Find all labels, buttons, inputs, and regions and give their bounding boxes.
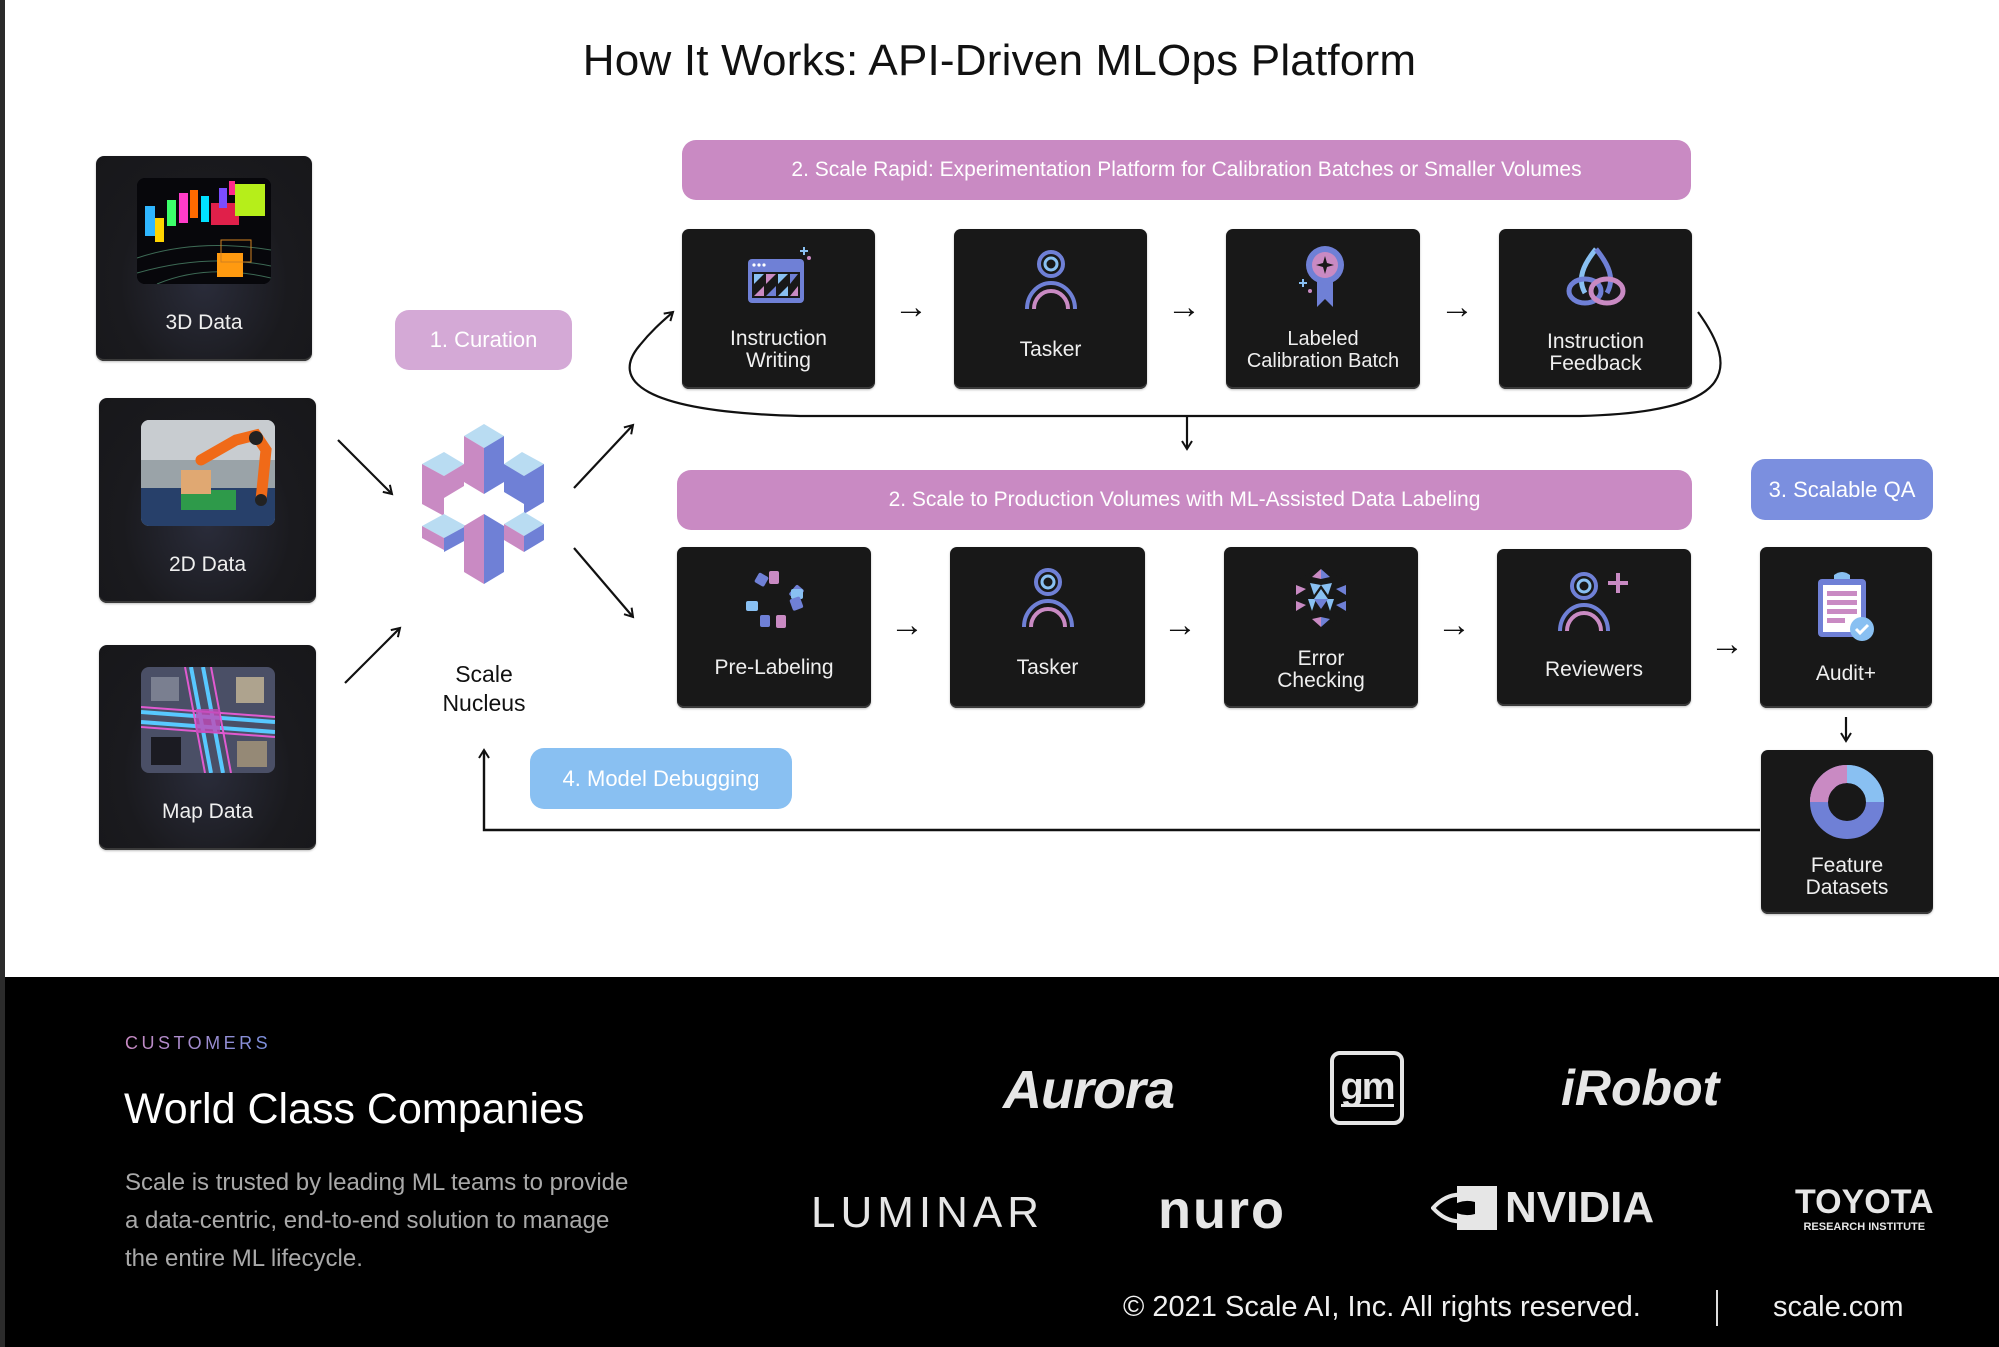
data-source-3d[interactable]: 3D Data [96, 156, 312, 361]
scale-nucleus-logo-icon [414, 424, 554, 584]
data-source-2d[interactable]: 2D Data [99, 398, 316, 603]
logo-nvidia-text: NVIDIA [1505, 1183, 1655, 1232]
tasker-person-icon [1021, 249, 1081, 311]
model-debugging-return-path [478, 748, 1760, 832]
tasker-person-icon [1018, 567, 1078, 629]
arrow-right: → [1437, 606, 1471, 644]
map-thumbnail-icon [140, 667, 275, 773]
step-label: Tasker [950, 657, 1145, 679]
production-step-error-checking[interactable]: Error Checking [1224, 547, 1418, 708]
footer-divider [1716, 1290, 1718, 1326]
arrow-right: → [1163, 606, 1197, 644]
nucleus-label-line: Scale [455, 661, 513, 687]
arrow-right: → [1710, 625, 1744, 663]
data-source-label: Map Data [161, 800, 254, 823]
footer-heading: World Class Companies [124, 1085, 585, 1133]
nvidia-eye-icon [1431, 1186, 1497, 1230]
data-source-label: 2D Data [168, 553, 247, 576]
step-label-line: Feature [1810, 854, 1884, 877]
step-label-line: Tasker [1016, 656, 1079, 679]
arrow-nucleus-to-rapid [573, 423, 635, 489]
donut-ring-icon [1809, 764, 1885, 840]
step-label: Labeled Calibration Batch [1226, 328, 1420, 372]
step-label: Feature Datasets [1761, 855, 1933, 899]
clipboard-check-icon [1814, 571, 1878, 643]
arrow-map-to-nucleus [344, 626, 402, 684]
step-label: Instruction Feedback [1499, 331, 1692, 375]
stage-production-banner: 2. Scale to Production Volumes with ML-A… [677, 470, 1692, 530]
logo-gm: gm [1330, 1051, 1404, 1125]
step-label-line: Tasker [1019, 338, 1082, 361]
footer: CUSTOMERS World Class Companies Scale is… [5, 977, 1999, 1347]
stage-rapid-banner: 2. Scale Rapid: Experimentation Platform… [682, 140, 1691, 200]
qa-step-feature-datasets[interactable]: Feature Datasets [1761, 750, 1933, 914]
rapid-step-tasker[interactable]: Tasker [954, 229, 1147, 389]
step-label-line: Writing [746, 349, 811, 372]
stage-curation-pill: 1. Curation [395, 310, 572, 370]
step-label-line: Instruction [1547, 330, 1644, 353]
step-label-line: Labeled [1287, 328, 1359, 350]
production-step-tasker[interactable]: Tasker [950, 547, 1145, 708]
step-label-line: Error [1297, 647, 1345, 670]
rapid-step-instruction-feedback[interactable]: Instruction Feedback [1499, 229, 1692, 389]
step-label: Tasker [954, 339, 1147, 361]
arrow-right: → [1167, 288, 1201, 326]
step-label: Error Checking [1224, 648, 1418, 692]
logo-luminar: LUMINAR [811, 1188, 1045, 1237]
rapid-feedback-loop [628, 310, 1722, 418]
stage-qa-pill: 3. Scalable QA [1751, 459, 1933, 520]
logo-nvidia: NVIDIA [1431, 1183, 1654, 1233]
triangle-mesh-icon [1290, 565, 1352, 631]
step-label: Reviewers [1497, 659, 1691, 681]
copyright-text: © 2021 Scale AI, Inc. All rights reserve… [1123, 1291, 1641, 1323]
nucleus-label: Scale Nucleus [404, 660, 564, 718]
rapid-step-instruction-writing[interactable]: Instruction Writing [682, 229, 875, 389]
trefoil-knot-icon [1563, 245, 1629, 309]
qa-step-audit[interactable]: Audit+ [1760, 547, 1932, 708]
arrow-right: → [1440, 288, 1474, 326]
production-step-reviewers[interactable]: Reviewers [1497, 549, 1691, 706]
logo-irobot: iRobot [1561, 1060, 1720, 1116]
logo-aurora: Aurora [1003, 1060, 1175, 1120]
logo-nuro: nuro [1158, 1180, 1286, 1240]
production-step-pre-labeling[interactable]: Pre-Labeling [677, 547, 871, 708]
footer-kicker: CUSTOMERS [125, 1033, 272, 1053]
step-label-line: Instruction [730, 327, 827, 350]
logo-toyota: TOYOTA RESEARCH INSTITUTE [1795, 1185, 1934, 1235]
stage-model-debugging-pill: 4. Model Debugging [530, 748, 792, 809]
step-label-line: Calibration Batch [1246, 350, 1400, 372]
step-label-line: Reviewers [1544, 658, 1644, 681]
footer-paragraph: Scale is trusted by leading ML teams to … [125, 1169, 629, 1272]
step-label: Pre-Labeling [677, 657, 871, 679]
add-person-icon [1554, 571, 1634, 633]
step-label-line: Datasets [1805, 876, 1889, 899]
lidar-thumbnail-icon [137, 178, 271, 284]
left-edge-border [0, 0, 5, 1347]
robot-arm-thumbnail-icon [140, 420, 275, 526]
instruction-window-icon [744, 245, 814, 307]
award-badge-icon [1293, 243, 1353, 309]
data-source-label: 3D Data [165, 311, 243, 334]
page-title: How It Works: API-Driven MLOps Platform [582, 36, 1417, 85]
arrow-nucleus-to-production [573, 547, 635, 619]
website-link[interactable]: scale.com [1773, 1291, 1904, 1323]
rapid-step-labeled-calibration-batch[interactable]: Labeled Calibration Batch [1226, 229, 1420, 389]
logo-gm-text: gm [1340, 1065, 1396, 1108]
logo-toyota-subtext: RESEARCH INSTITUTE [1803, 1221, 1926, 1233]
step-label-line: Feedback [1549, 352, 1642, 375]
step-label: Audit+ [1760, 663, 1932, 685]
step-label-line: Checking [1277, 669, 1365, 692]
data-source-map[interactable]: Map Data [99, 645, 316, 850]
logo-toyota-text: TOYOTA [1795, 1183, 1934, 1221]
arrow-right: → [894, 288, 928, 326]
connector-lines [337, 310, 1852, 832]
arrow-right: → [890, 606, 924, 644]
step-label-line: Pre-Labeling [714, 656, 834, 679]
nucleus-label-line: Nucleus [442, 690, 526, 716]
step-label: Instruction Writing [682, 328, 875, 372]
step-label-line: Audit+ [1815, 662, 1877, 685]
tags-ring-icon [742, 567, 806, 631]
arrow-2d-to-nucleus [337, 439, 394, 496]
